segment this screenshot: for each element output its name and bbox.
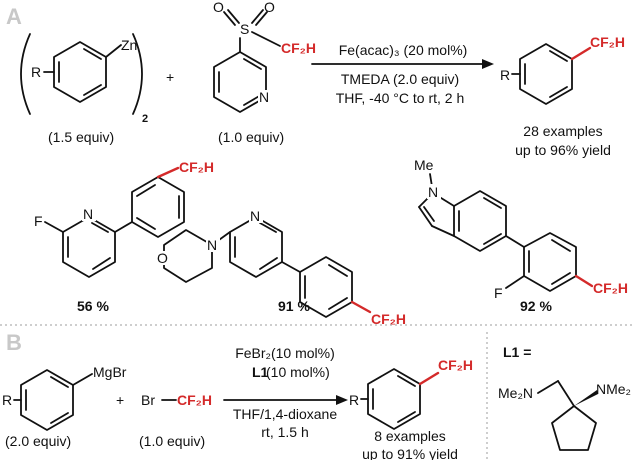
bromo-label: Br [141,392,155,408]
product-a-benzene-ring [511,43,573,105]
grignard-r-group: R [2,392,12,408]
example-3-indole-structure [418,173,577,292]
example-2-yield: 91 % [278,298,310,314]
sulfonyl-oxygen-2: O [264,0,275,15]
s-o-bond-1 [223,11,236,26]
example-1-pyridine-n: N [83,206,93,222]
sulfur-atom: S [240,21,249,37]
condition-catalyst-b: FeBr₂(10 mol%) [235,345,335,361]
example-1-cf2h-bond [156,166,180,179]
ligand-nme2-right: NMe₂ [596,381,631,397]
example-3-methyl: Me [414,157,434,173]
ligand-nme2-left: Me₂N [498,385,533,401]
plus-sign-a: + [166,69,174,85]
example-2-morpholine-n: N [207,237,217,253]
left-parenthesis [20,33,31,115]
arylzinc-benzene-ring [43,41,122,103]
grignard-benzene-ring [13,369,93,431]
scope-count-b: 8 examples [374,428,446,444]
example-2-structure [163,216,353,318]
product-b-r-group: R [349,392,359,408]
example-1-yield: 56 % [77,298,109,314]
product-a-cf2h-bond [570,46,592,61]
condition-additive-a: TMEDA (2.0 equiv) [341,71,459,87]
condition-time-b: rt, 1.5 h [261,424,308,440]
arylzinc-equiv: (1.5 equiv) [48,129,114,145]
condition-solvent-a: THF, -40 °C to rt, 2 h [336,90,465,106]
example-2-morpholine-o: O [157,250,168,266]
s-o-bond-2 [251,9,264,24]
section-a-label: A [6,4,22,29]
product-a-cf2h: CF₂H [590,34,625,50]
pyridine-nitrogen: N [259,89,269,105]
scope-count-a: 28 examples [523,123,602,139]
condition-ligand-b: L1 [252,364,269,380]
product-b-cf2h: CF₂H [438,357,473,373]
sulfonyl-oxygen-1: O [213,0,224,15]
example-3-yield: 92 % [520,298,552,314]
bromide-equiv: (1.0 equiv) [139,433,205,449]
right-parenthesis [132,33,143,115]
ligand-label: L1 = [503,344,531,360]
section-b-label: B [6,330,22,355]
condition-solvent-b: THF/1,4-dioxane [233,406,337,422]
bromodifluoromethane-cf2h: CF₂H [177,392,212,408]
product-a-r-group: R [500,67,510,83]
zinc-label: Zn [121,37,137,53]
example-2-cf2h: CF₂H [371,311,406,327]
grignard-equiv: (2.0 equiv) [5,433,71,449]
max-yield-b: up to 91% yield [362,446,458,460]
product-b-cf2h-bond [418,371,440,386]
example-3-cf2h-bond [574,274,594,288]
example-3-fluorine: F [494,285,503,301]
example-1-fluorine: F [34,213,43,229]
plus-sign-b: + [116,392,124,408]
example-2-pyridine-n: N [250,208,260,224]
example-3-cf2h: CF₂H [593,280,628,296]
sulfone-equiv: (1.0 equiv) [218,129,284,145]
product-b-benzene-ring [360,368,421,430]
example-3-indole-n: N [428,184,438,200]
r-group-label: R [31,64,41,80]
example-1-cf2h: CF₂H [179,159,214,175]
grignard-mgbr: MgBr [93,364,127,380]
subscript-2: 2 [142,113,148,125]
max-yield-a: up to 96% yield [515,142,611,158]
example-2-cf2h-bond [350,300,372,314]
condition-catalyst-a: Fe(acac)₃ (20 mol%) [339,42,468,58]
condition-ligand-loading-b: (10 mol%) [266,364,330,380]
sulfone-cf2h: CF₂H [281,40,316,56]
ligand-cyclopentane [537,380,598,451]
